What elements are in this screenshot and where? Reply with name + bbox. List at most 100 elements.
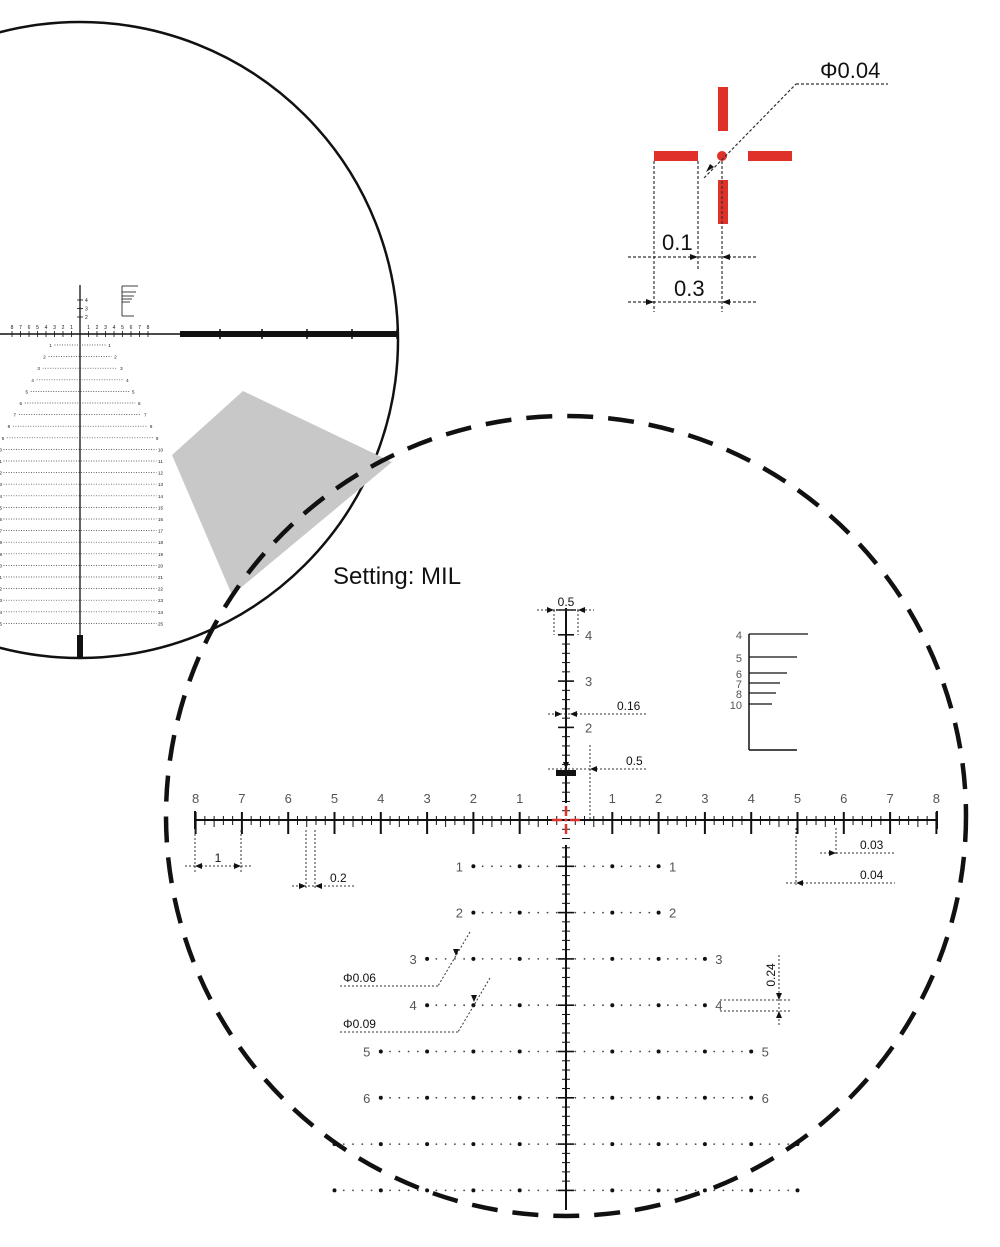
h-tick-label-left: 3 (423, 791, 430, 806)
holdover-dot (517, 910, 522, 915)
holdover-label-left: 4 (409, 998, 416, 1013)
holdover-dot (471, 1003, 476, 1008)
holdover-subdot (546, 1189, 549, 1192)
holdover-label-left: 6 (363, 1091, 370, 1106)
holdover-subdot (629, 958, 632, 960)
dim-mil-spacing-label: 1 (215, 851, 222, 865)
holdover-subdot (722, 1189, 725, 1192)
holdover-dot (517, 864, 522, 869)
holdover-subdot (731, 1050, 734, 1053)
holdover-subdot (555, 1096, 558, 1099)
holdover-subdot (342, 1189, 345, 1192)
holdover-subdot (602, 911, 604, 914)
holdover-subdot (435, 1004, 438, 1007)
holdover-subdot (694, 1096, 697, 1099)
ov-h-label: 4 (45, 325, 48, 331)
ov-holdover-label-left: 8 (8, 424, 11, 429)
holdover-label-right: 3 (715, 952, 722, 967)
holdover-subdot (509, 1096, 512, 1099)
holdover-subdot (778, 1189, 780, 1192)
holdover-subdot (361, 1189, 364, 1192)
holdover-subdot (398, 1143, 401, 1145)
ov-holdover-label-right: 18 (158, 540, 164, 545)
holdover-subdot (444, 1050, 447, 1053)
holdover-label-right: 2 (669, 906, 676, 921)
holdover-subdot (620, 1096, 623, 1099)
holdover-subdot (731, 1143, 734, 1145)
zoom-wedge (172, 391, 392, 595)
dimension-arrow (796, 880, 803, 886)
ov-holdover-label-right: 21 (158, 575, 164, 580)
holdover-subdot (546, 1143, 549, 1145)
holdover-subdot (509, 958, 512, 960)
holdover-dot (749, 1049, 754, 1054)
holdover-subdot (528, 911, 530, 914)
holdover-subdot (685, 1004, 688, 1007)
holdover-subdot (407, 1050, 410, 1053)
holdover-subdot (639, 1189, 641, 1192)
holdover-subdot (694, 1050, 697, 1053)
holdover-subdot (666, 1096, 669, 1099)
holdover-subdot (574, 1189, 577, 1192)
holdover-subdot (629, 1096, 632, 1099)
holdover-subdot (787, 1189, 790, 1192)
holdover-subdot (629, 865, 632, 868)
holdover-subdot (574, 1096, 577, 1099)
holdover-subdot (491, 865, 493, 868)
ov-holdover-label-right: 23 (158, 598, 164, 603)
holdover-subdot (416, 1143, 419, 1145)
holdover-subdot (444, 1189, 447, 1192)
dim-small-tick-label: 0.16 (617, 699, 641, 713)
rangefinder-label: 4 (736, 630, 742, 642)
holdover-dot (378, 1142, 383, 1147)
holdover-subdot (537, 1189, 540, 1192)
holdover-dot (471, 910, 476, 915)
ov-holdover-label-left: 5 (25, 389, 28, 394)
holdover-subdot (528, 1189, 530, 1192)
ov-holdover-label-left: 4 (31, 378, 34, 383)
holdover-dot (702, 1142, 707, 1147)
overview-reticle-content: 8765432112345678432112233445566778899101… (0, 285, 398, 657)
ov-holdover-label-right: 1 (108, 343, 111, 348)
holdover-dot (471, 1095, 476, 1100)
h-tick-label-right: 7 (886, 791, 893, 806)
holdover-subdot (741, 1143, 743, 1145)
holdover-subdot (694, 1189, 697, 1192)
holdover-subdot (444, 958, 447, 960)
dimension-arrow (590, 766, 597, 772)
holdover-dot (610, 864, 615, 869)
ov-h-label: 5 (121, 325, 124, 331)
holdover-subdot (759, 1143, 762, 1145)
holdover-subdot (352, 1189, 354, 1192)
holdover-subdot (537, 911, 540, 914)
holdover-subdot (398, 1189, 401, 1192)
dim-fine-tick-a-label: 0.03 (860, 838, 884, 852)
holdover-dot (702, 1003, 707, 1008)
holdover-subdot (694, 958, 697, 960)
rangefinder-label: 8 (736, 689, 742, 701)
holdover-dot (656, 1049, 661, 1054)
holdover-subdot (592, 958, 595, 960)
holdover-subdot (583, 1096, 586, 1099)
dim-row-gap-label: 0.24 (764, 963, 778, 987)
ov-h-label: 2 (62, 325, 65, 331)
holdover-subdot (481, 1004, 484, 1007)
ov-holdover-label-left: 22 (0, 587, 2, 592)
ov-holdover-label-right: 24 (158, 610, 164, 615)
holdover-subdot (741, 1096, 743, 1099)
holdover-subdot (509, 1004, 512, 1007)
h-tick-label-right: 8 (933, 791, 940, 806)
holdover-subdot (546, 911, 549, 914)
ov-h-label: 6 (130, 325, 133, 331)
ov-h-label: 4 (113, 325, 116, 331)
holdover-subdot (555, 1189, 558, 1192)
v-tick-label: 3 (585, 674, 592, 689)
holdover-subdot (389, 1096, 391, 1099)
holdover-subdot (453, 1050, 456, 1053)
ov-holdover-label-right: 2 (114, 355, 117, 360)
overview-scope-circle (0, 20, 400, 660)
ov-h-label: 8 (11, 325, 14, 331)
holdover-subdot (546, 1096, 549, 1099)
